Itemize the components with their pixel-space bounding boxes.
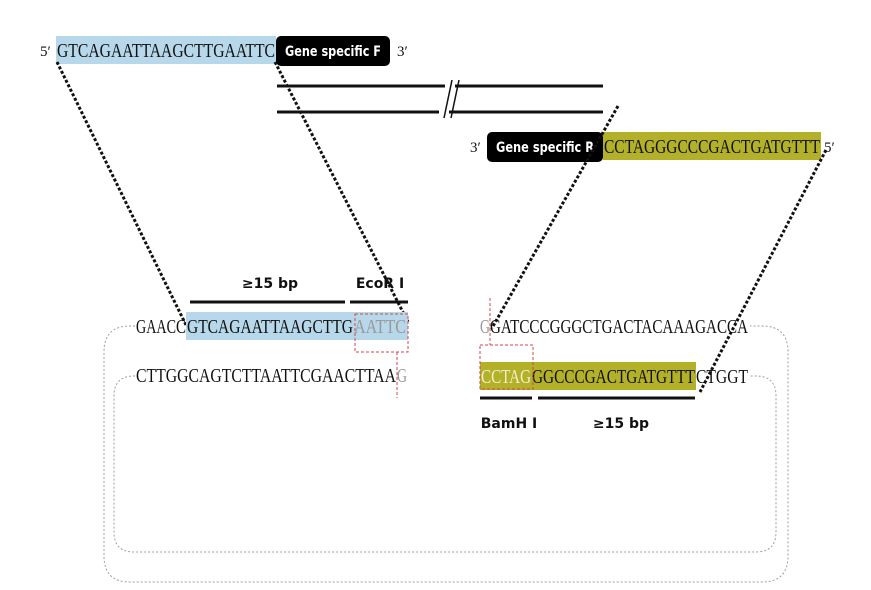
connector-f-left bbox=[55, 61, 188, 326]
primer-r-five-prime: 5′ bbox=[824, 140, 835, 156]
bamhi-label: BamH I bbox=[481, 416, 538, 432]
ecori-label: EcoR I bbox=[356, 276, 404, 292]
primer-f-overlap-seq: GTCAGAATTAAGCTTGAATTC bbox=[57, 40, 275, 62]
primer-f-five-prime: 5′ bbox=[40, 44, 51, 60]
right-overlap-label: ≥15 bp bbox=[593, 416, 649, 432]
left-top-prefix: GAAC bbox=[136, 316, 176, 338]
primer-r-overlap-highlight bbox=[603, 132, 821, 160]
left-bottom-seq: CTTGGCAGTCTTAATTCGAACTTAA bbox=[136, 365, 396, 387]
left-bottom-g: G bbox=[397, 365, 407, 387]
connector-r-right bbox=[698, 149, 828, 393]
left-overlap-label: ≥15 bp bbox=[242, 276, 298, 292]
vector-outer-loop bbox=[103, 325, 789, 583]
forward-primer: 5′ GTCAGAATTAAGCTTGAATTC Gene specific F… bbox=[40, 36, 408, 66]
primer-r-gene-pill bbox=[487, 132, 603, 162]
right-bottom-tail: CTGGT bbox=[696, 366, 748, 388]
connector-f-right bbox=[273, 61, 410, 323]
left-top-site: AATTC bbox=[354, 316, 406, 338]
left-overlap-highlight bbox=[186, 312, 408, 340]
primer-f-three-prime: 3′ bbox=[397, 44, 408, 60]
left-top-c: C bbox=[176, 316, 186, 338]
right-top-g: G bbox=[480, 316, 490, 338]
primer-r-three-prime: 3′ bbox=[470, 140, 481, 156]
ecori-site-box bbox=[354, 313, 409, 353]
primer-r-overlap-seq: CCTAGGGCCCGACTGATGTTT bbox=[604, 136, 820, 158]
vector-right-end: G GATCCCGGGCTGACTACAAAGACCA CCTAG GGCCCG… bbox=[479, 298, 748, 432]
primer-f-gene-label: Gene specific F bbox=[285, 44, 381, 60]
right-bottom-overlap: GGCCCGACTGATGTTT bbox=[532, 366, 695, 388]
connector-r-left bbox=[490, 105, 620, 329]
vector-left-end: ≥15 bp EcoR I GAAC C GTCAGAATTAAGCTTG AA… bbox=[136, 276, 409, 398]
left-top-overlap: GTCAGAATTAAGCTTG bbox=[187, 316, 353, 338]
right-overlap-highlight bbox=[480, 362, 696, 390]
vector-outline bbox=[103, 325, 789, 583]
right-bottom-site: CCTAG bbox=[481, 366, 531, 388]
primer-f-overlap-highlight bbox=[56, 36, 276, 64]
insert-break-mark-2 bbox=[450, 79, 460, 119]
vector-inner-loop bbox=[113, 375, 777, 553]
pcr-insert bbox=[277, 79, 603, 119]
reverse-primer: 3′ Gene specific R CCTAGGGCCCGACTGATGTTT… bbox=[470, 132, 835, 162]
right-top-seq: GATCCCGGGCTGACTACAAAGACCA bbox=[490, 316, 748, 338]
primer-f-gene-pill bbox=[276, 36, 390, 66]
primer-r-gene-label: Gene specific R bbox=[496, 140, 594, 156]
insert-break-mark-1 bbox=[443, 79, 453, 119]
homology-connectors bbox=[55, 61, 828, 393]
bamhi-site-box bbox=[479, 344, 534, 390]
